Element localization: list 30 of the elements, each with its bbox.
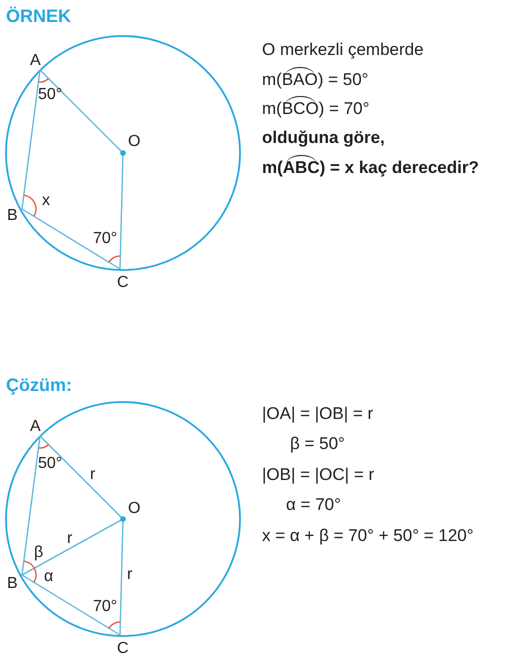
point-label: O	[128, 133, 140, 152]
angle-label: x	[42, 192, 50, 210]
solution-step: |OB| = |OC| = r	[262, 465, 374, 485]
angle-label: α	[44, 568, 54, 586]
point-label: B	[7, 207, 18, 226]
given-angle: m(BAO) = 50°	[262, 70, 368, 90]
angle-label: 50°	[38, 86, 62, 104]
radius-label: r	[67, 530, 72, 548]
heading: ÖRNEK	[6, 6, 72, 27]
angle-label: β	[34, 544, 44, 562]
solution-step: α = 70°	[286, 495, 341, 515]
problem-text: olduğuna göre,	[262, 128, 385, 148]
solution-step: |OA| = |OB| = r	[262, 404, 374, 424]
question-text: m(ABC) = x kaç derecedir?	[262, 158, 479, 178]
given-angle: m(BCO) = 70°	[262, 99, 370, 119]
solution-step: x = α + β = 70° + 50° = 120°	[262, 526, 474, 546]
point-label: B	[7, 575, 18, 594]
problem-text: O merkezli çemberde	[262, 40, 424, 60]
heading: Çözüm:	[6, 375, 72, 396]
angle-label: 70°	[93, 230, 118, 248]
point-label: A	[30, 418, 41, 436]
radius-label: r	[127, 566, 132, 584]
point-label: O	[128, 500, 140, 518]
solution-step: β = 50°	[290, 434, 345, 454]
angle-label: 70°	[93, 598, 118, 616]
point-label: C	[117, 640, 129, 658]
point-label: A	[30, 52, 41, 70]
point-label: C	[117, 274, 129, 292]
angle-label: 50°	[38, 455, 62, 474]
radius-label: r	[90, 466, 96, 484]
